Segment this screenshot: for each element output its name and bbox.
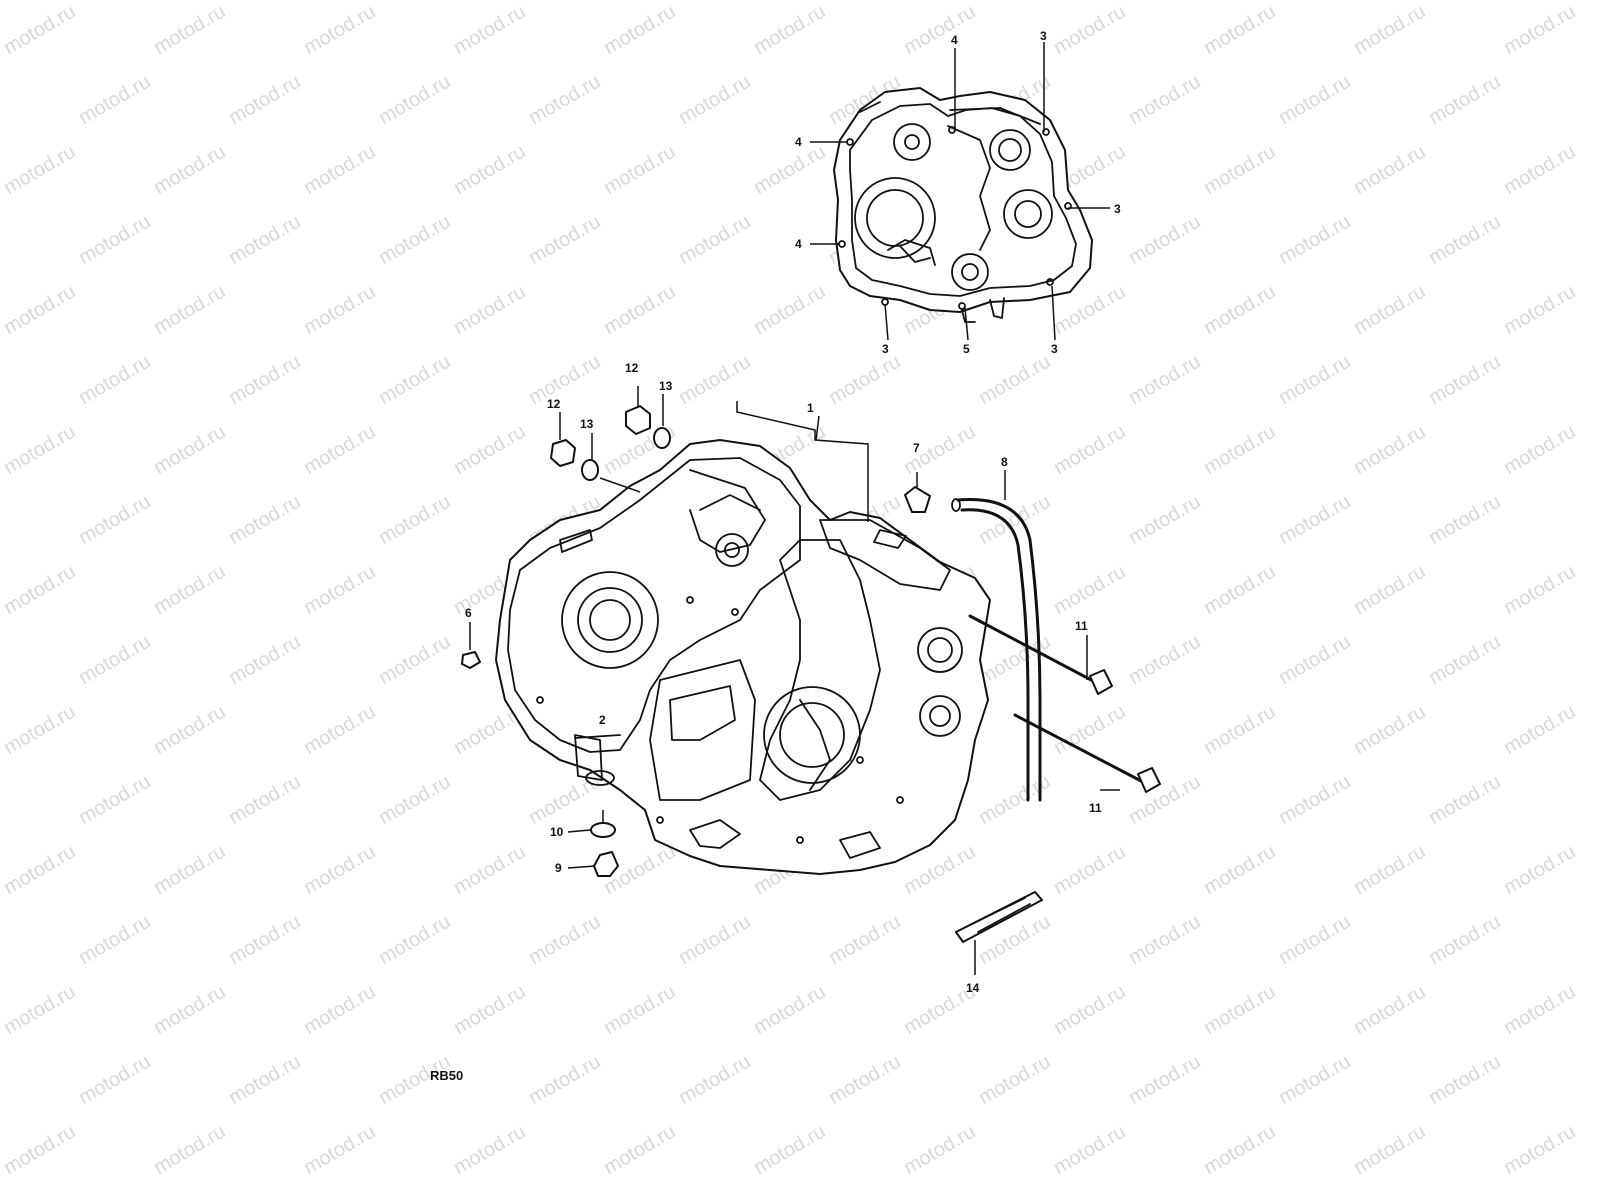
callout-5: 5 bbox=[963, 342, 970, 356]
crankcase-bolt-upper bbox=[968, 614, 1113, 695]
callout-4: 4 bbox=[795, 135, 802, 149]
callout-4: 4 bbox=[951, 33, 958, 47]
crankcase-bolt-lower bbox=[1013, 713, 1161, 793]
callout-3: 3 bbox=[882, 342, 889, 356]
lower-callout-leaders bbox=[469, 386, 1120, 975]
crankcase-plate bbox=[955, 891, 1043, 943]
callout-labels: 4 3 4 3 4 3 5 3 12 13 12 13 1 7 8 6 11 2… bbox=[430, 29, 1121, 1083]
callout-13: 13 bbox=[580, 417, 594, 431]
drain-gasket bbox=[590, 810, 616, 838]
hose-fitting bbox=[904, 472, 931, 513]
callout-12: 12 bbox=[625, 361, 639, 375]
drain-plug bbox=[593, 851, 619, 877]
callout-13: 13 bbox=[659, 379, 673, 393]
callout-7: 7 bbox=[913, 441, 920, 455]
nut-lower bbox=[550, 439, 576, 467]
model-code: RB50 bbox=[430, 1068, 463, 1083]
callout-10: 10 bbox=[550, 825, 564, 839]
callout-4: 4 bbox=[795, 237, 802, 251]
callout-3: 3 bbox=[1040, 29, 1047, 43]
washer-lower bbox=[581, 459, 599, 481]
callout-1: 1 bbox=[807, 401, 814, 415]
callout-12: 12 bbox=[547, 397, 561, 411]
callout-9: 9 bbox=[555, 861, 562, 875]
breather-hose bbox=[951, 498, 1042, 802]
callout-6: 6 bbox=[465, 606, 472, 620]
crankcase-inner-view bbox=[833, 87, 1093, 323]
callout-3: 3 bbox=[1114, 202, 1121, 216]
callout-3: 3 bbox=[1051, 342, 1058, 356]
washer-upper bbox=[653, 427, 671, 449]
callout-8: 8 bbox=[1001, 455, 1008, 469]
callout-2: 2 bbox=[599, 713, 606, 727]
callout-14: 14 bbox=[966, 981, 980, 995]
nut-upper bbox=[625, 405, 651, 435]
upper-callout-leaders bbox=[810, 42, 1110, 341]
crankcase-assembly bbox=[495, 439, 991, 875]
callout-11: 11 bbox=[1075, 619, 1088, 633]
plug bbox=[461, 651, 481, 669]
callout-11: 11 bbox=[1089, 801, 1102, 815]
